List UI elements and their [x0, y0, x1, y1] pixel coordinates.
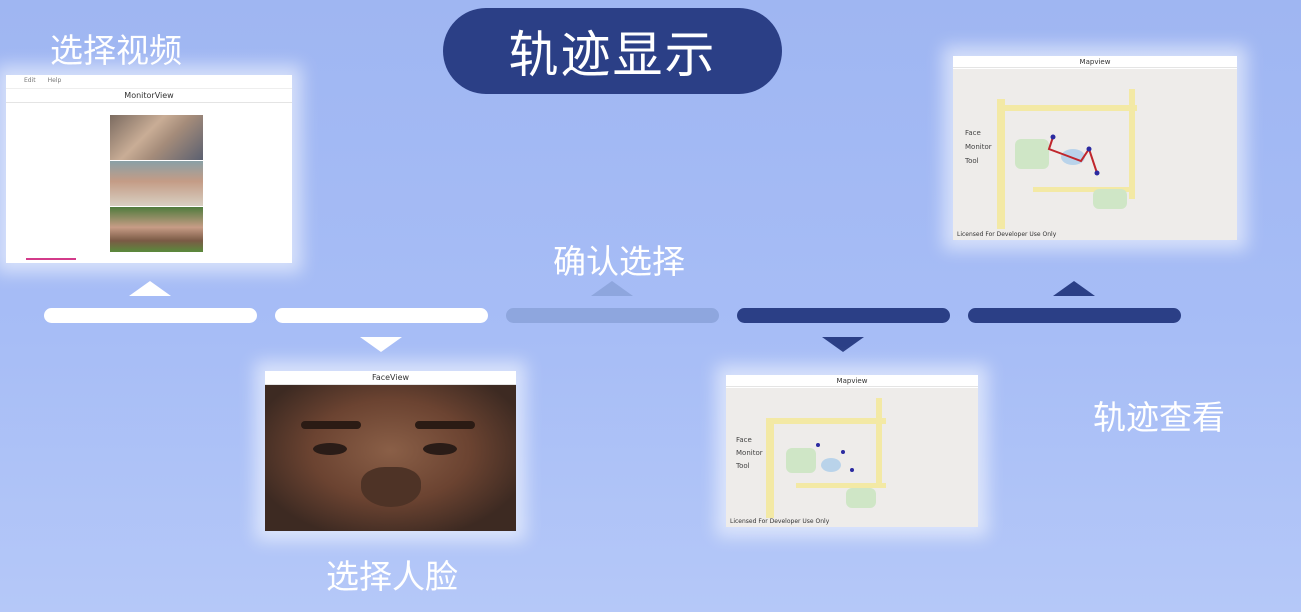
- video-progress[interactable]: [26, 258, 76, 260]
- map-side-item-tool-large[interactable]: Tool: [965, 157, 979, 165]
- monitor-window-title: MonitorView: [6, 89, 292, 103]
- face-thumbnail[interactable]: [110, 115, 203, 160]
- face-list: [110, 115, 203, 253]
- triangle-up-icon: [591, 281, 633, 296]
- map-side-item-monitor[interactable]: Monitor: [736, 449, 763, 457]
- map-canvas-large[interactable]: Face Monitor Tool Licensed For Developer…: [953, 69, 1237, 240]
- step-label-confirm-select: 确认选择: [553, 242, 685, 281]
- map-view-screenshot-large: Mapview Face Monitor Tool Licensed For D…: [953, 56, 1237, 240]
- step-label-view-track: 轨迹查看: [1093, 398, 1225, 437]
- face-view-screenshot: FaceView: [265, 371, 516, 531]
- triangle-down-icon: [360, 337, 402, 352]
- map-window-title-large: Mapview: [953, 56, 1237, 68]
- map-view-screenshot-small: Mapview Face Monitor Tool Licensed For D…: [726, 375, 978, 527]
- trajectory-path: [1047, 134, 1100, 176]
- map-side-item-face[interactable]: Face: [736, 436, 752, 444]
- face-window-title: FaceView: [265, 371, 516, 385]
- face-thumbnail[interactable]: [110, 207, 203, 252]
- step-label-select-video: 选择视频: [50, 31, 182, 70]
- map-license-footer-large: Licensed For Developer Use Only: [957, 231, 1057, 238]
- map-license-footer: Licensed For Developer Use Only: [730, 518, 830, 525]
- step-label-select-face: 选择人脸: [326, 557, 458, 596]
- timeline-bar-2: [275, 308, 488, 323]
- triangle-down-icon: [822, 337, 864, 352]
- slide-title-text: 轨迹显示: [508, 26, 717, 84]
- map-window-title: Mapview: [726, 375, 978, 387]
- timeline-bar-1: [44, 308, 257, 323]
- triangle-up-icon: [1053, 281, 1095, 296]
- timeline-bar-5: [968, 308, 1181, 323]
- map-canvas[interactable]: Face Monitor Tool Licensed For Developer…: [726, 388, 978, 527]
- monitor-menu-bar: Edit Help: [6, 75, 292, 89]
- face-image: [265, 385, 516, 531]
- timeline-bar-3: [506, 308, 719, 323]
- map-side-item-tool[interactable]: Tool: [736, 462, 750, 470]
- timeline-bar-4: [737, 308, 950, 323]
- slide-title: 轨迹显示: [443, 8, 782, 94]
- menu-edit[interactable]: Edit: [24, 77, 36, 84]
- triangle-up-icon: [129, 281, 171, 296]
- map-side-item-face-large[interactable]: Face: [965, 129, 981, 137]
- monitor-view-screenshot: Edit Help MonitorView: [6, 75, 292, 263]
- face-thumbnail[interactable]: [110, 161, 203, 206]
- map-side-item-monitor-large[interactable]: Monitor: [965, 143, 992, 151]
- menu-help[interactable]: Help: [47, 77, 62, 84]
